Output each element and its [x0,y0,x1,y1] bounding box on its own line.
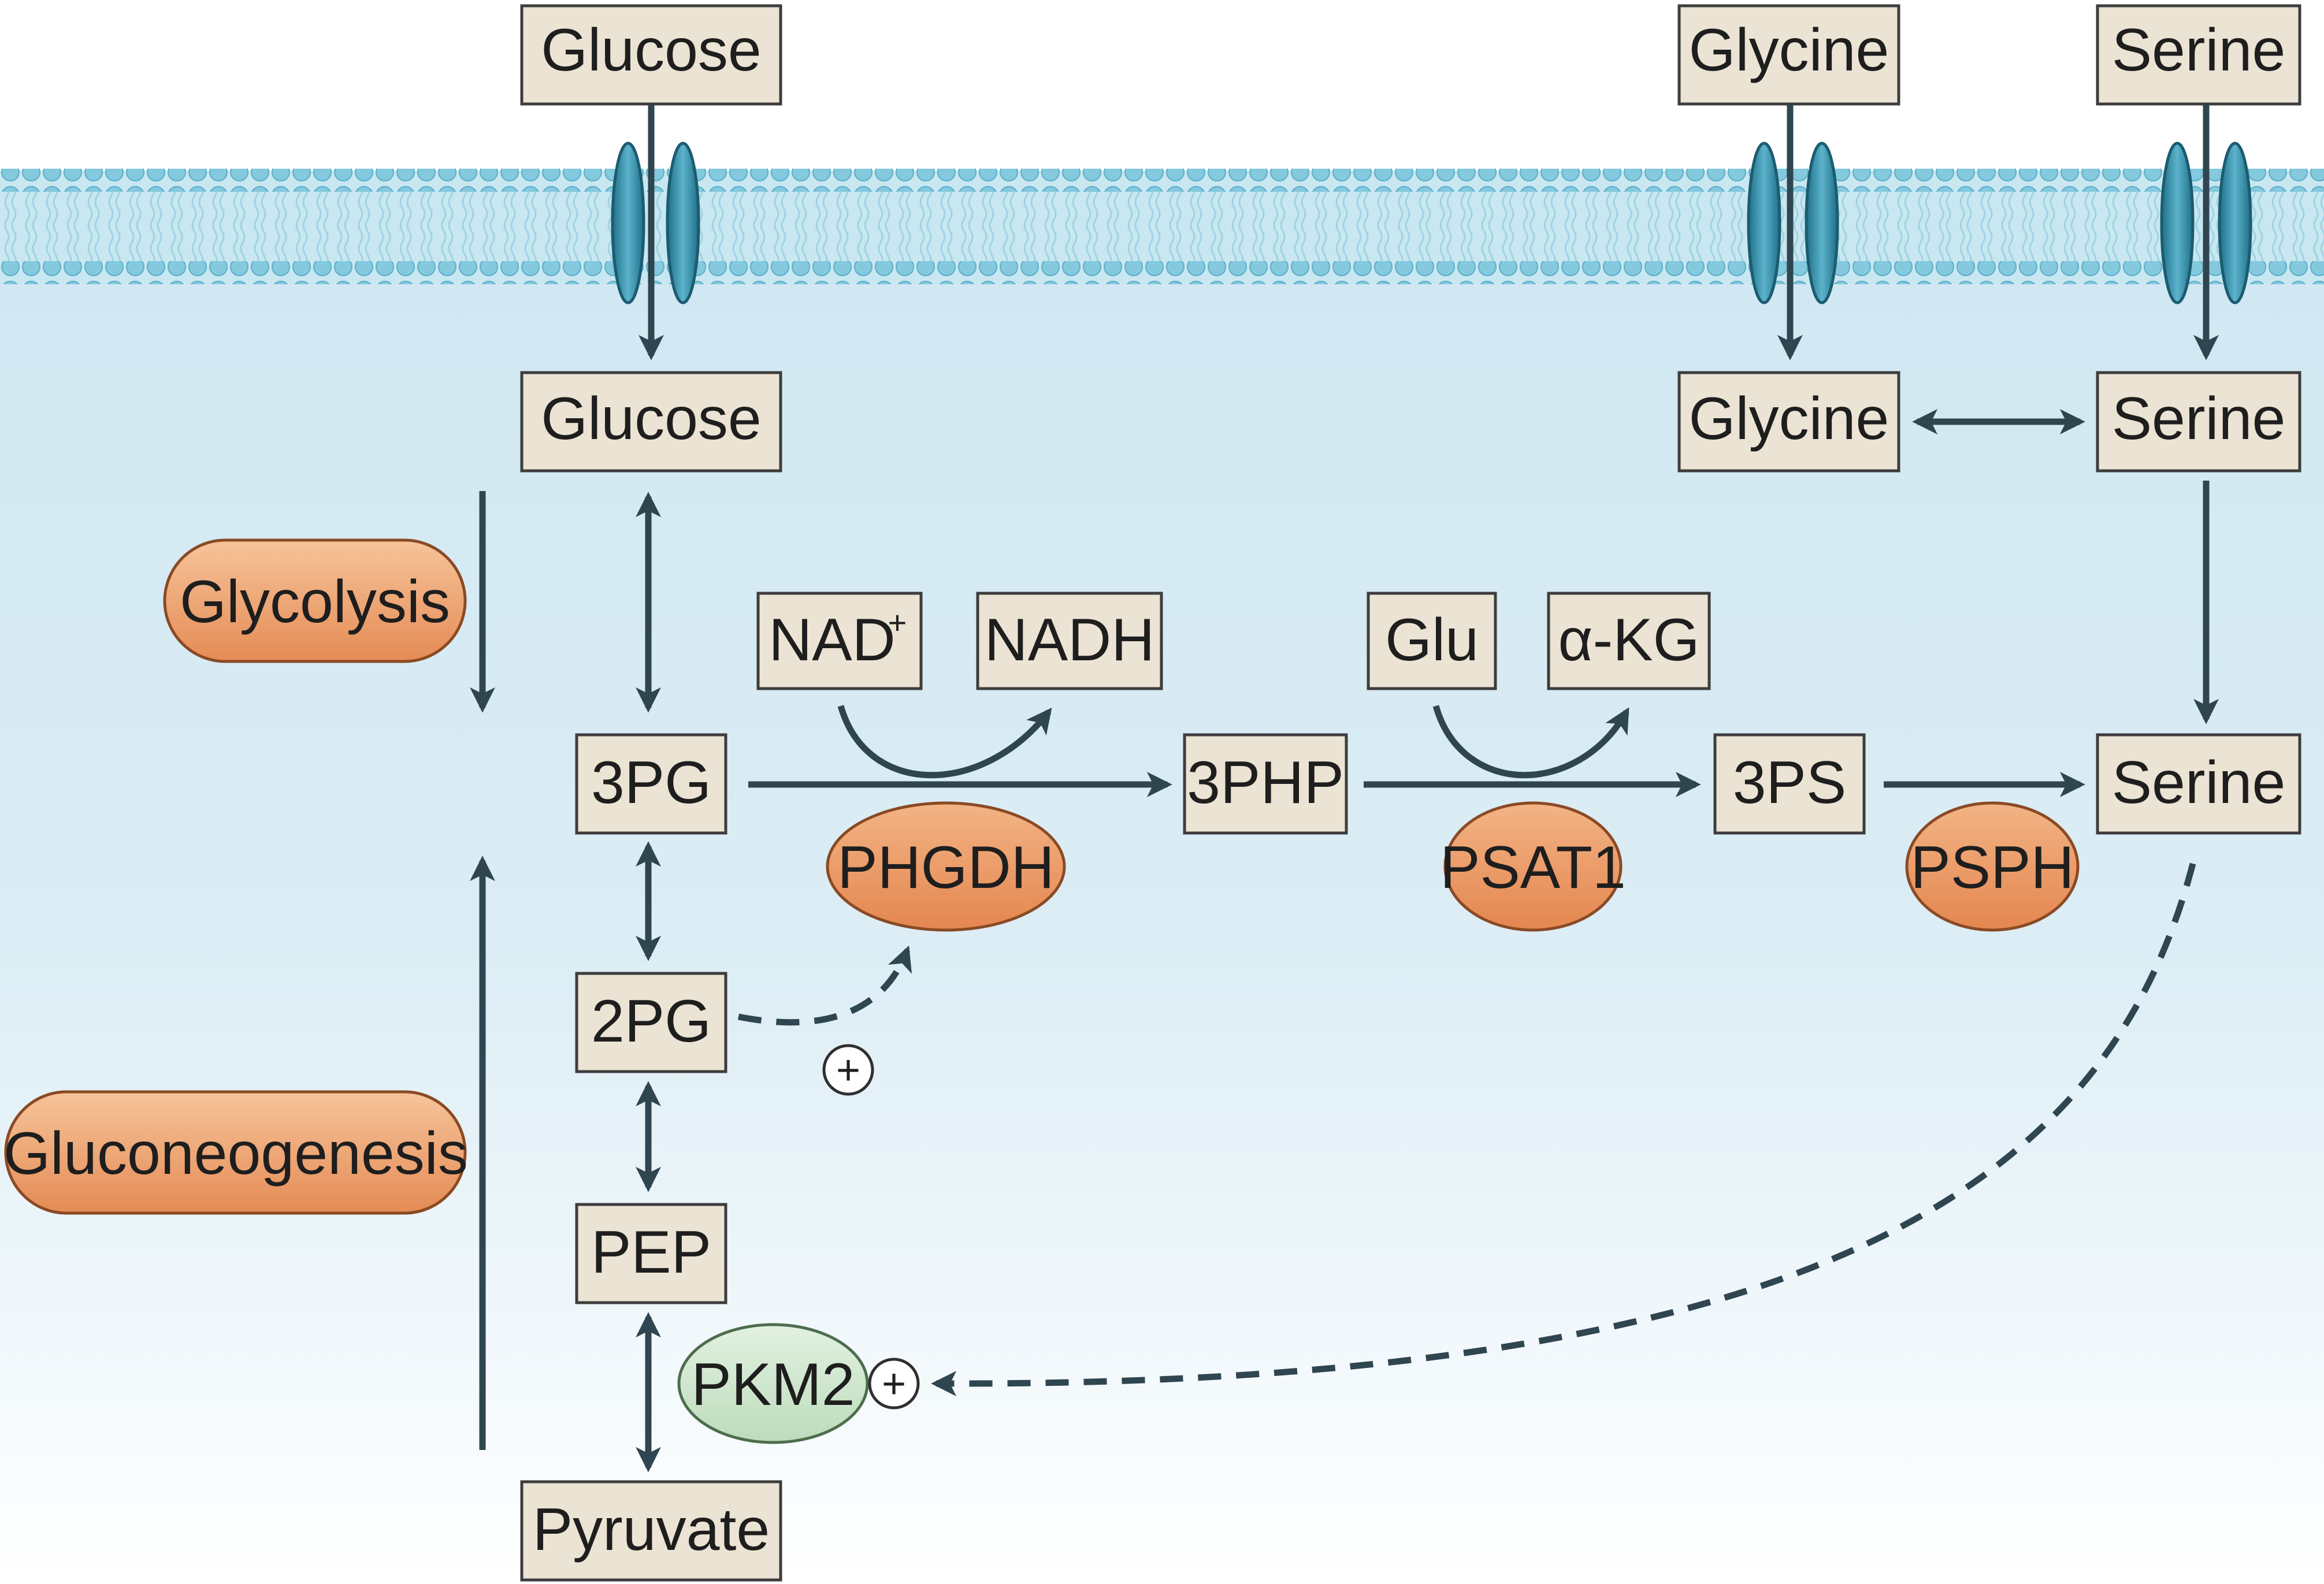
label-pep: PEP [591,1219,711,1286]
label-psph: PSPH [1910,834,2074,901]
label-activation-2pg: + [836,1047,860,1094]
box-akg: α-KG [1547,592,1711,690]
label-psat1: PSAT1 [1440,834,1626,901]
box-pyruvate: Pyruvate [520,1480,782,1582]
box-serine-synthesized: Serine [2096,733,2301,835]
label-3ps: 3PS [1733,749,1847,816]
enzyme-pkm2: PKM2 [677,1323,869,1444]
label-glucose-inside: Glucose [541,385,762,452]
label-3php: 3PHP [1187,749,1344,816]
enzyme-psat1: PSAT1 [1440,801,1626,932]
label-gluconeogenesis: Gluconeogenesis [3,1120,468,1187]
box-glycine-outside: Glycine [1677,4,1900,106]
arrow-glu-akg [1432,705,1629,779]
label-glycolysis: Glycolysis [180,568,450,635]
label-phgdh: PHGDH [837,834,1055,901]
glucose-transporter-icon [611,142,700,304]
box-3pg: 3PG [575,733,727,835]
box-3php: 3PHP [1183,733,1348,835]
label-glu: Glu [1385,607,1479,674]
label-akg: α-KG [1558,607,1699,674]
arrow-2pg-activates-phgdh [737,945,912,1026]
label-nadh: NADH [985,607,1155,674]
box-2pg: 2PG [575,972,727,1073]
label-nad-superscript: + [888,604,907,641]
activation-plus-icon-2pg: + [822,1044,874,1096]
label-nad: NAD [769,607,896,674]
box-glucose-outside: Glucose [520,4,782,106]
arrow-nad-nadh [837,705,1052,779]
label-activation-pkm2: + [882,1361,906,1407]
activation-plus-icon-pkm2: + [868,1358,920,1410]
label-serine-synthesized: Serine [2112,749,2286,816]
box-glu: Glu [1367,592,1497,690]
label-2pg: 2PG [591,988,711,1055]
label-3pg: 3PG [591,749,711,816]
process-glycolysis: Glycolysis [163,538,467,663]
box-nad: NAD + [756,592,923,690]
enzyme-phgdh: PHGDH [826,801,1066,932]
box-serine-outside: Serine [2096,4,2301,106]
label-serine-inside: Serine [2112,385,2286,452]
glycine-transporter-icon [1747,142,1839,304]
enzyme-psph: PSPH [1905,801,2080,932]
box-pep: PEP [575,1203,727,1304]
label-pkm2: PKM2 [691,1351,855,1418]
box-serine-inside: Serine [2096,371,2301,473]
label-glycine-inside: Glycine [1689,385,1889,452]
label-pyruvate: Pyruvate [533,1496,770,1563]
serine-transporter-icon [2160,142,2252,304]
process-gluconeogenesis: Gluconeogenesis [3,1090,468,1215]
box-nadh: NADH [976,592,1163,690]
label-glycine-outside: Glycine [1689,17,1889,84]
box-glucose-inside: Glucose [520,371,782,473]
label-glucose-outside: Glucose [541,17,762,84]
label-serine-outside: Serine [2112,17,2286,84]
box-glycine-inside: Glycine [1677,371,1900,473]
box-3ps: 3PS [1713,733,1866,835]
cell-membrane [0,169,2324,284]
